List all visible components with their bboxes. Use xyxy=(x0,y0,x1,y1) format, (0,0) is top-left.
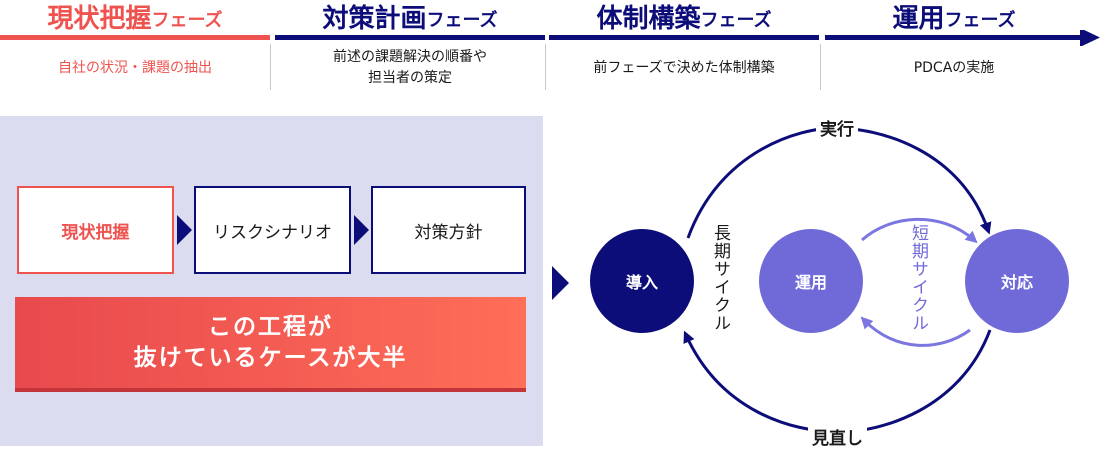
phase-title-2-main: 対策計画 xyxy=(322,4,427,34)
warning-banner-line1: この工程が xyxy=(208,313,333,340)
step-arrow-2 xyxy=(354,215,369,245)
response-node: 対応 xyxy=(965,229,1069,333)
step-policy-label: 対策方針 xyxy=(414,222,483,243)
step-risk-scenario-label: リスクシナリオ xyxy=(213,222,332,243)
warning-banner: この工程が 抜けているケースが大半 xyxy=(15,297,526,392)
phase-bar-4 xyxy=(825,35,1083,40)
phase-title-1-suffix: フェーズ xyxy=(151,10,223,31)
long-cycle-bottom-arrow xyxy=(683,329,992,434)
step-risk-scenario: リスクシナリオ xyxy=(194,186,351,274)
step-policy: 対策方針 xyxy=(371,186,526,274)
execute-label: 実行 xyxy=(816,115,858,140)
phase-bar-1 xyxy=(0,35,270,40)
phase-timeline xyxy=(0,30,1100,46)
short-cycle-top-arrow xyxy=(861,217,978,244)
phase-desc-1: 自社の状況・課題の抽出 xyxy=(0,44,270,92)
timeline-arrowhead xyxy=(1080,30,1100,46)
phase-divider-2 xyxy=(545,44,546,90)
phase-title-2-suffix: フェーズ xyxy=(426,10,498,31)
phase-desc-4-line1: PDCAの実施 xyxy=(913,59,995,76)
phase-desc-1-line1: 自社の状況・課題の抽出 xyxy=(58,59,212,76)
phase-title-4-main: 運用 xyxy=(892,4,945,34)
phase-title-2: 対策計画フェーズ xyxy=(275,0,545,34)
panel-to-cycle-arrow xyxy=(552,266,569,300)
phase-title-1-main: 現状把握 xyxy=(47,4,152,34)
step-arrow-1 xyxy=(177,215,192,245)
warning-banner-line2: 抜けているケースが大半 xyxy=(133,344,408,371)
short-cycle-bottom-arrow xyxy=(860,316,971,347)
intro-node: 導入 xyxy=(590,229,694,333)
phase-divider-3 xyxy=(820,44,821,90)
operation-node: 運用 xyxy=(759,229,863,333)
short-cycle-label: 短期サイクル xyxy=(908,224,928,332)
phase-desc-3-line1: 前フェーズで決めた体制構築 xyxy=(593,59,775,76)
phase-desc-2-line2: 担当者の策定 xyxy=(368,70,452,86)
phase-title-3: 体制構築フェーズ xyxy=(549,0,819,34)
review-label: 見直し xyxy=(808,424,867,449)
phase-desc-4: PDCAの実施 xyxy=(825,44,1083,92)
operation-node-label: 運用 xyxy=(794,273,827,292)
step-current-status-label: 現状把握 xyxy=(61,222,130,243)
phase-title-1: 現状把握フェーズ xyxy=(0,0,270,34)
phase-divider-1 xyxy=(270,44,271,90)
long-cycle-label: 長期サイクル xyxy=(710,224,730,332)
phase-title-3-main: 体制構築 xyxy=(596,4,701,34)
phase-desc-2-line1: 前述の課題解決の順番や xyxy=(333,49,487,65)
response-node-label: 対応 xyxy=(1000,273,1033,292)
planning-panel xyxy=(0,116,543,446)
phase-title-4: 運用フェーズ xyxy=(825,0,1083,34)
phase-bar-3 xyxy=(549,35,819,40)
phase-bar-2 xyxy=(275,35,545,40)
intro-node-label: 導入 xyxy=(625,273,658,292)
phase-title-3-suffix: フェーズ xyxy=(700,10,772,31)
phase-desc-2: 前述の課題解決の順番や 担当者の策定 xyxy=(275,44,545,92)
phase-title-4-suffix: フェーズ xyxy=(944,10,1016,31)
step-current-status: 現状把握 xyxy=(17,186,174,274)
phase-desc-3: 前フェーズで決めた体制構築 xyxy=(549,44,819,92)
